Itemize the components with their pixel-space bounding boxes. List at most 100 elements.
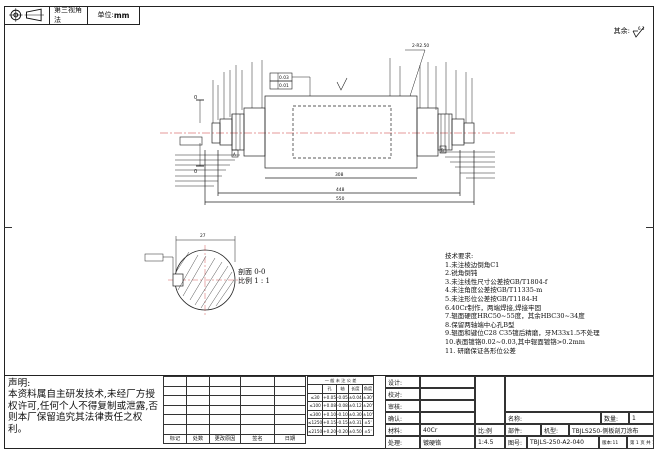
qty-value: 1	[629, 412, 654, 424]
revision-table: 标记 处数 更改原因 签名 日期	[163, 376, 306, 445]
tolerance-header: 轴	[336, 384, 349, 394]
tolerance-cell: -0.08	[336, 401, 349, 411]
dim-27: 27	[200, 233, 206, 239]
left-journal-1	[243, 107, 266, 157]
tolerance-cell: ±5'	[361, 426, 375, 436]
technical-requirements: 技术要求: 1.未注棱边倒角C1 2.锐角倒钝 3.未注线性尺寸公差按GB/T1…	[445, 252, 600, 355]
tolerance-cell: -0.20	[336, 426, 349, 436]
treatment-value: 镀硬铬	[420, 436, 475, 449]
title-strip: 第三视角法 单位:mm	[4, 6, 140, 25]
tolerance-cell: +0.20	[322, 426, 338, 436]
drawing-no-label: 图号:	[505, 436, 527, 449]
scale-label: 比:例	[475, 424, 505, 436]
right-journal-3	[451, 118, 465, 146]
chamfer-leader	[405, 49, 426, 97]
tolerance-frame-2	[269, 80, 293, 90]
section-cut-letter-bottom: 0	[194, 169, 197, 175]
left-journal-4	[211, 122, 221, 144]
roughness-value: 6.3	[638, 26, 645, 31]
datum-a-label: A	[233, 152, 236, 157]
tolerance-cell: ±0.04	[347, 392, 363, 403]
declaration: 声明: 本资料属自主研发技术,未经厂方授权许可,任何个人不得复制或泄露,否则本厂…	[8, 378, 160, 435]
revision-header-reason: 更改原因	[209, 433, 241, 445]
review-value	[420, 400, 475, 412]
chamfer-note: 2-R2.50	[412, 43, 429, 49]
check-value	[420, 388, 475, 400]
review-label: 审核:	[385, 400, 420, 412]
requirement-item: 10.表面镀铬0.02~0.03,其中辊面镀铬>0.2mm	[445, 337, 585, 346]
model-value: TBJLS250-侧板剖刀涂布	[569, 424, 654, 436]
blank-cell-top	[505, 376, 654, 412]
tolerance-cell: ±0.50	[347, 426, 363, 436]
keyway	[172, 273, 184, 287]
requirement-item: 6.40Cr制作，两端焊接,焊接牢固	[445, 303, 542, 312]
drawing-no-value: TBJLS-250-A2-040	[527, 436, 599, 449]
dim-308: 308	[335, 172, 344, 178]
requirement-item: 3.未注线性尺寸公差按GB/T1804-f	[445, 277, 548, 286]
roller-roughness-icon	[336, 77, 348, 91]
confirm-label: 确认:	[385, 412, 420, 424]
treatment-label: 处理:	[385, 436, 420, 449]
material-label: 材料:	[385, 424, 420, 436]
declaration-heading: 声明:	[8, 378, 31, 389]
model-label: 机型:	[541, 424, 569, 436]
roughness-note: 其余: 6.3	[614, 26, 646, 38]
dim-448: 448	[336, 187, 345, 193]
revision-header-mark: 标记	[163, 433, 187, 445]
declaration-body: 本资料属自主研发技术,未经厂方授权许可,任何个人不得复制或泄露,否则本厂保留追究…	[8, 389, 159, 435]
roughness-symbol-icon: 6.3	[632, 26, 645, 38]
bottom-block-divider	[4, 375, 654, 376]
tolerance-cell: +0.05	[322, 392, 338, 403]
section-view-label: 剖面 0-0 比例 1 : 1	[238, 268, 270, 286]
tolerance-cell: ≤1250	[306, 417, 324, 428]
left-journal-2	[231, 113, 245, 151]
frame-center-tick-left	[4, 227, 12, 228]
tolerance-cell: ±20'	[361, 401, 375, 411]
left-dim-stack	[175, 154, 240, 187]
requirement-item: 7.辊面硬度HRC50~55度，其余HBC30~34度	[445, 312, 585, 321]
left-thread	[231, 114, 241, 150]
requirement-item: 9.辊面和键位C28 C35镀后精磨，牙M33x1.5不处理	[445, 329, 600, 338]
datum-frame-left	[179, 136, 203, 146]
revision-header-sign: 签名	[240, 433, 275, 445]
tolerance-cell: ±0.12	[347, 401, 363, 411]
datum-b-box	[439, 145, 447, 154]
tolerance-header	[306, 384, 324, 394]
tolerance-cell: +0.15	[322, 417, 338, 428]
frame-center-tick-right	[646, 227, 654, 228]
tolerance-value-1: 0.03	[279, 75, 289, 81]
name-label: 名称:	[505, 412, 601, 424]
dim-550: 550	[336, 196, 345, 202]
tolerance-table-title: 一 般 未 注 公 差	[306, 375, 375, 386]
section-datum-frame	[144, 253, 164, 262]
top-leader-lines	[212, 58, 473, 123]
tolerance-cell: ≤2150	[306, 426, 324, 436]
confirm-value	[420, 412, 475, 424]
general-tolerance-table: 一 般 未 注 公 差 孔 轴 长度 角度 ≤30 +0.05 -0.05 ±0…	[306, 375, 375, 436]
version-label: 版本:11	[599, 436, 627, 449]
tolerance-cell: -0.10	[336, 409, 349, 419]
requirement-item: 5.未注形位公差按GB/T1184-H	[445, 294, 538, 303]
section-label-line1: 剖面 0-0	[238, 268, 266, 276]
tolerance-header: 长度	[347, 384, 363, 394]
material-value: 40Cr	[420, 424, 475, 436]
requirements-heading: 技术要求:	[445, 252, 474, 260]
section-hatch	[175, 251, 235, 310]
roller-inner-hidden	[292, 105, 392, 159]
page-label: 第 1 页 共 1	[627, 436, 654, 449]
requirement-item: 11. 研磨保证各形位公差	[445, 346, 516, 355]
datum-a-box	[231, 149, 239, 158]
tolerance-cell: +0.08	[322, 401, 338, 411]
right-journal-1	[416, 107, 439, 157]
section-cut-letter-top: 0	[194, 95, 197, 101]
scale-value: 1:4.5	[475, 436, 505, 449]
projection-symbol	[4, 6, 50, 24]
tolerance-cell: ≤300	[306, 409, 324, 419]
tolerance-cell: ±5'	[361, 417, 375, 428]
roller-body	[264, 95, 418, 169]
requirement-item: 2.锐角倒钝	[445, 269, 478, 278]
left-journal-3	[219, 118, 233, 146]
tolerance-cell: ±0.30	[347, 409, 363, 419]
